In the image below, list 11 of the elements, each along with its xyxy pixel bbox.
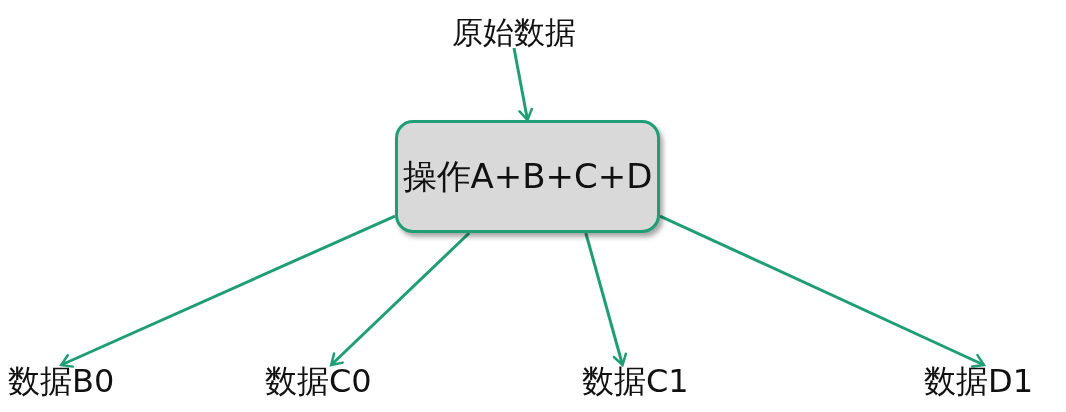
output-label: 数据B0 — [8, 365, 115, 397]
arrow — [584, 232, 628, 367]
arrow — [659, 214, 986, 368]
output-label: 数据C1 — [582, 365, 689, 397]
process-box: 操作A+B+C+D — [395, 120, 660, 233]
output-label: 数据C0 — [265, 365, 372, 397]
source-label: 原始数据 — [452, 17, 576, 48]
arrow — [512, 47, 534, 122]
arrow — [59, 214, 396, 368]
output-label: 数据D1 — [924, 365, 1033, 397]
arrow — [329, 231, 471, 367]
